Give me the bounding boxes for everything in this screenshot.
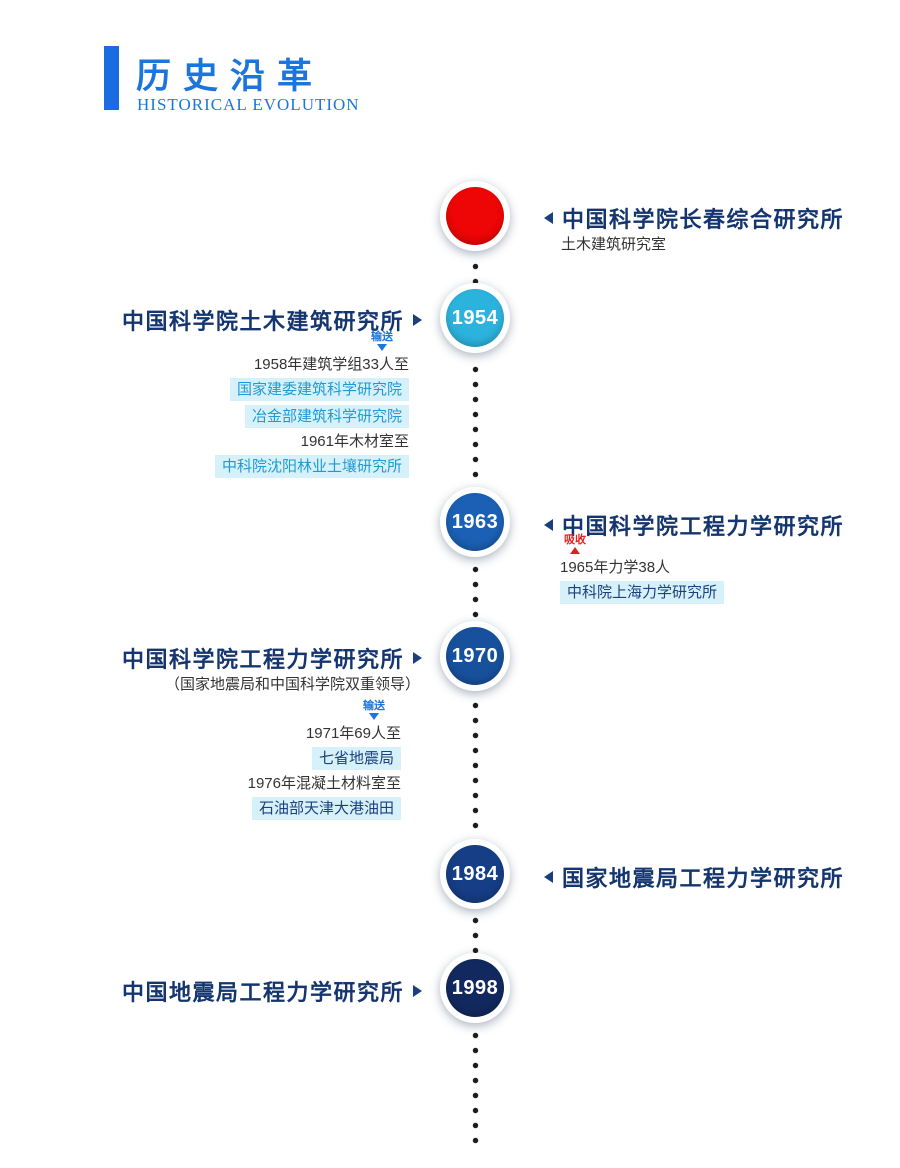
node-circle-1963: 1963 bbox=[446, 493, 504, 551]
timeline-node-1963: 1963 bbox=[440, 487, 510, 557]
page-subtitle: HISTORICAL EVOLUTION bbox=[137, 95, 360, 114]
node-circle-1998: 1998 bbox=[446, 959, 504, 1017]
org-title-1998: 中国地震局工程力学研究所 bbox=[121, 980, 404, 1005]
absorb-label-1963: 吸收 bbox=[564, 534, 586, 546]
detail-1954: 输送 1958年建筑学组33人至 国家建委建筑科学研究院 冶金部建筑科学研究院 … bbox=[214, 331, 409, 478]
org-title-1970: 中国科学院工程力学研究所 bbox=[121, 647, 404, 672]
pointer-right-icon bbox=[413, 652, 422, 664]
label-1984-right: 国家地震局工程力学研究所 bbox=[544, 861, 844, 893]
label-1970-left: 中国科学院工程力学研究所 bbox=[122, 642, 422, 674]
timeline-dots-5 bbox=[471, 913, 480, 953]
timeline-dots-4 bbox=[471, 698, 480, 834]
org-subtitle-1970: （国家地震局和中国科学院双重领导） bbox=[164, 676, 420, 693]
node-circle-1954: 1954 bbox=[446, 289, 504, 347]
timeline-node-start bbox=[440, 181, 510, 251]
arrow-down-icon bbox=[377, 344, 387, 351]
pointer-left-icon bbox=[544, 212, 553, 224]
highlight-org: 七省地震局 bbox=[311, 747, 401, 770]
highlight-org: 中科院沈阳林业土壤研究所 bbox=[214, 455, 409, 478]
label-1998-left: 中国地震局工程力学研究所 bbox=[122, 975, 422, 1007]
pointer-right-icon bbox=[413, 985, 422, 997]
org-title-1954: 中国科学院土木建筑研究所 bbox=[121, 309, 404, 334]
node-year-1963: 1963 bbox=[451, 510, 499, 533]
arrow-up-icon bbox=[570, 547, 580, 554]
label-start-right: 中国科学院长春综合研究所 bbox=[544, 202, 844, 234]
label-1954-left: 中国科学院土木建筑研究所 bbox=[122, 304, 422, 336]
page-title: 历史沿革 bbox=[136, 57, 325, 96]
timeline-dots-1 bbox=[471, 259, 480, 289]
pointer-left-icon bbox=[544, 519, 553, 531]
timeline-node-1998: 1998 bbox=[440, 953, 510, 1023]
node-year-1970: 1970 bbox=[451, 644, 499, 667]
timeline-dots-2 bbox=[471, 362, 480, 482]
node-circle-start bbox=[446, 187, 504, 245]
node-year-1954: 1954 bbox=[451, 306, 499, 329]
timeline-node-1970: 1970 bbox=[440, 621, 510, 691]
org-subtitle-start: 土木建筑研究室 bbox=[561, 236, 667, 253]
timeline-node-1984: 1984 bbox=[440, 839, 510, 909]
detail-line: 1958年建筑学组33人至 bbox=[253, 356, 409, 373]
detail-line: 1971年69人至 bbox=[305, 725, 401, 742]
arrow-down-icon bbox=[369, 713, 379, 720]
label-1963-right: 中国科学院工程力学研究所 bbox=[544, 509, 844, 541]
header-accent-bar bbox=[104, 46, 119, 110]
detail-line: 1961年木材室至 bbox=[300, 433, 409, 450]
transfer-out-label-1970: 输送 bbox=[363, 700, 385, 712]
detail-1963: 吸收 1965年力学38人 中科院上海力学研究所 bbox=[560, 534, 725, 604]
detail-1970: 输送 1971年69人至 七省地震局 1976年混凝土材料室至 石油部天津大港油… bbox=[248, 700, 401, 820]
node-year-1998: 1998 bbox=[451, 976, 499, 999]
pointer-right-icon bbox=[413, 314, 422, 326]
highlight-org: 石油部天津大港油田 bbox=[251, 797, 401, 820]
node-year-1984: 1984 bbox=[451, 862, 499, 885]
node-circle-1984: 1984 bbox=[446, 845, 504, 903]
transfer-out-label-1954: 输送 bbox=[371, 331, 393, 343]
pointer-left-icon bbox=[544, 871, 553, 883]
transfer-out-tag-1954: 输送 bbox=[371, 331, 393, 351]
absorb-tag-1963: 吸收 bbox=[564, 534, 586, 554]
org-title-start: 中国科学院长春综合研究所 bbox=[562, 207, 845, 232]
timeline-dots-3 bbox=[471, 562, 480, 618]
timeline-dots-6 bbox=[471, 1028, 480, 1146]
highlight-org: 国家建委建筑科学研究院 bbox=[229, 378, 409, 401]
highlight-org: 中科院上海力学研究所 bbox=[560, 581, 725, 604]
detail-line: 1976年混凝土材料室至 bbox=[247, 775, 401, 792]
transfer-out-tag-1970: 输送 bbox=[363, 700, 385, 720]
org-title-1963: 中国科学院工程力学研究所 bbox=[562, 514, 845, 539]
highlight-org: 冶金部建筑科学研究院 bbox=[244, 405, 409, 428]
org-title-1984: 国家地震局工程力学研究所 bbox=[562, 866, 845, 891]
detail-line: 1965年力学38人 bbox=[560, 559, 671, 576]
node-circle-1970: 1970 bbox=[446, 627, 504, 685]
timeline-node-1954: 1954 bbox=[440, 283, 510, 353]
